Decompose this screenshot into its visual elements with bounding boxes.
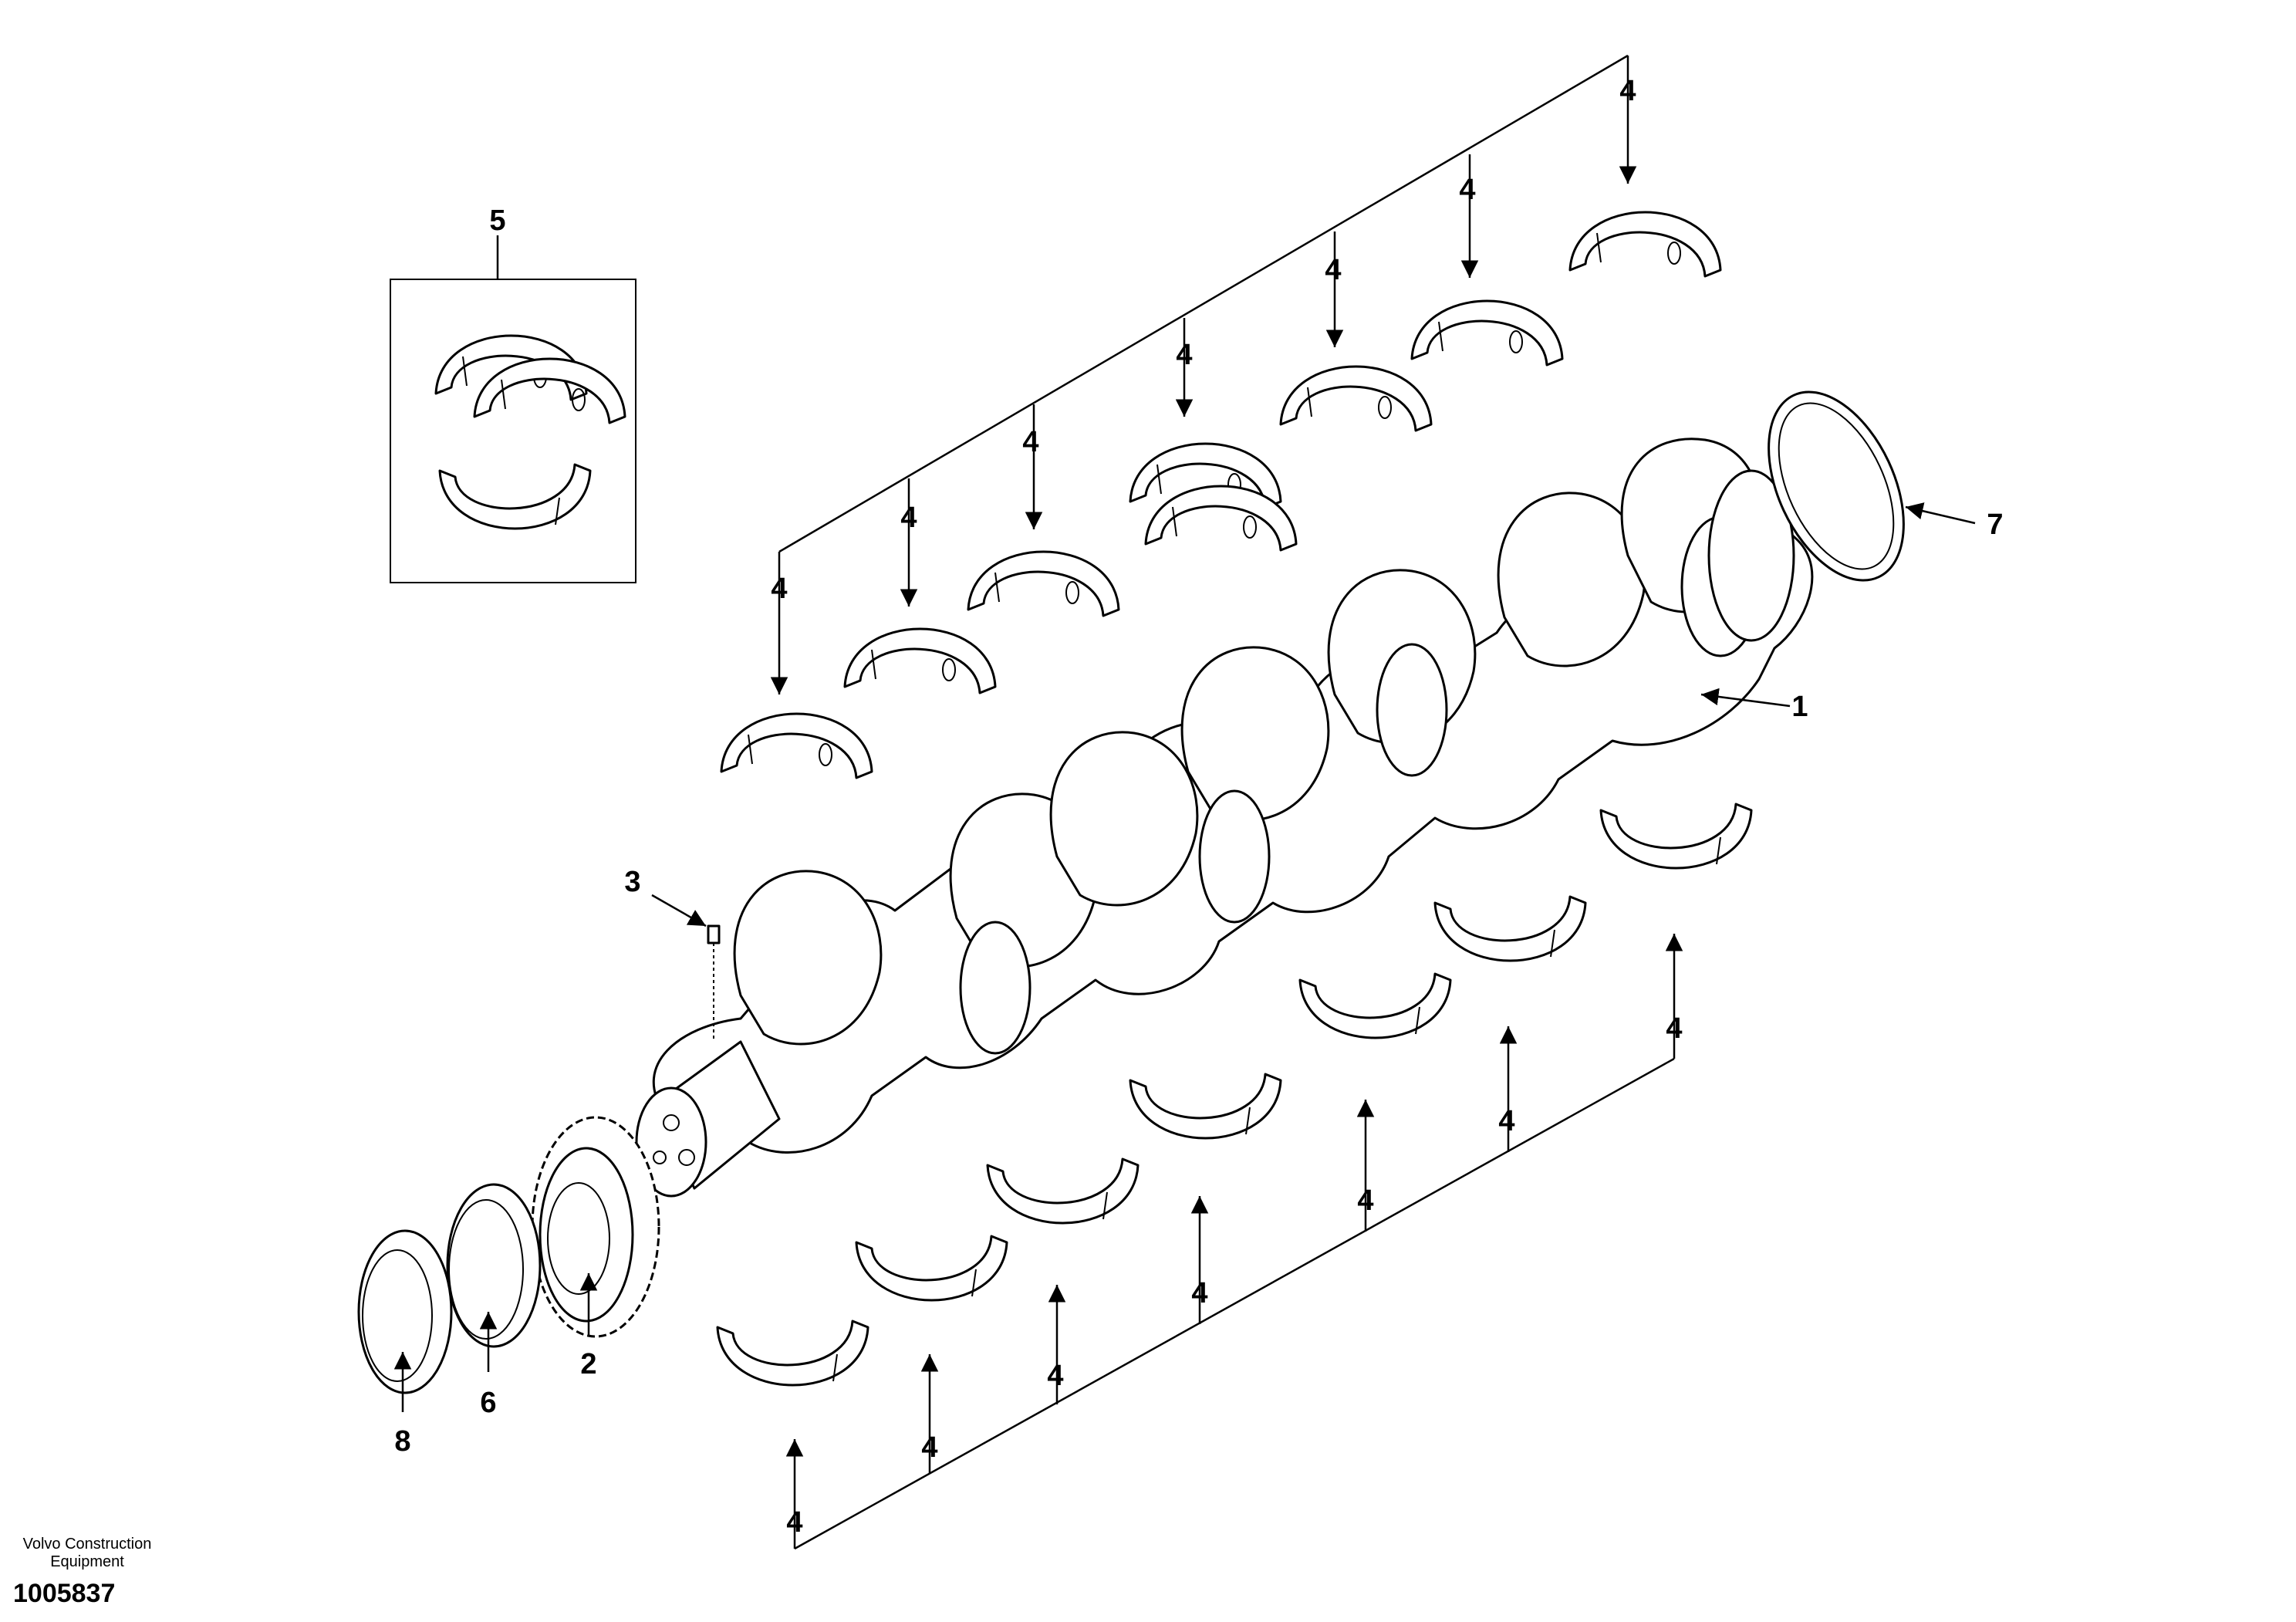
crankshaft-gear: [531, 1116, 660, 1338]
callout-6: 6: [480, 1387, 496, 1419]
callout-7: 7: [1987, 509, 2003, 541]
callout-2: 2: [580, 1348, 596, 1380]
callout-4-lower-5: 4: [1357, 1184, 1373, 1217]
brand-line-1: Volvo Construction: [23, 1536, 152, 1553]
callout-4-upper-5: 4: [1325, 254, 1341, 286]
dowel-pin: [707, 924, 721, 1042]
callout-4-upper-6: 4: [1459, 174, 1475, 206]
thrust-bearing-kit-box: [390, 235, 636, 583]
callout-4-lower-6: 4: [1498, 1105, 1514, 1137]
callout-4-upper-4: 4: [1176, 339, 1192, 371]
callout-4-lower-7: 4: [1666, 1012, 1682, 1045]
callout-5: 5: [489, 204, 505, 237]
document-number: 1005837: [13, 1579, 115, 1608]
seal-ring-6: [446, 1183, 542, 1348]
brand-line-2: Equipment: [50, 1553, 124, 1570]
leader-7: [1905, 502, 1976, 525]
callout-1: 1: [1791, 691, 1808, 723]
callout-4-lower-2: 4: [921, 1431, 937, 1464]
callout-4-upper-2: 4: [900, 502, 917, 534]
callout-8: 8: [394, 1425, 410, 1458]
callout-3: 3: [624, 866, 640, 898]
callout-4-lower-1: 4: [786, 1506, 802, 1539]
callout-4-upper-1: 4: [771, 573, 787, 605]
leader-1: [1700, 688, 1791, 708]
rear-seal-ring: [1768, 390, 1905, 582]
callout-4-lower-3: 4: [1047, 1360, 1063, 1392]
lower-bracket: [785, 934, 1683, 1550]
callout-4-upper-7: 4: [1619, 75, 1636, 107]
upper-bracket: [770, 54, 1637, 694]
callout-4-lower-4: 4: [1191, 1277, 1207, 1309]
crankshaft: [635, 438, 1814, 1198]
callout-4-upper-3: 4: [1022, 426, 1038, 458]
seal-ring-8: [357, 1229, 453, 1394]
leader-3: [651, 894, 707, 928]
